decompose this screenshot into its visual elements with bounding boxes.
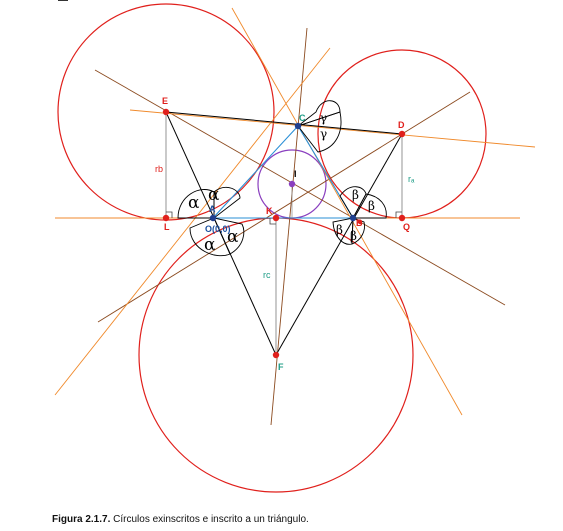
angle-arc-b-lower-right bbox=[351, 217, 365, 245]
alpha-label-4: α bbox=[227, 227, 239, 247]
label-rc: rc bbox=[263, 270, 271, 280]
point-b-tangent bbox=[357, 219, 363, 225]
point-b bbox=[349, 214, 357, 222]
beta-label-1: β bbox=[352, 188, 359, 202]
angle-arc-c-lower bbox=[297, 111, 342, 153]
gamma-label-1: γ bbox=[320, 111, 327, 125]
point-i bbox=[288, 180, 296, 188]
bisector-b-line bbox=[97, 91, 471, 323]
label-a: A bbox=[209, 204, 216, 214]
label-i: I bbox=[294, 169, 297, 179]
alpha-label-3: α bbox=[204, 235, 216, 255]
triangle-abc bbox=[211, 125, 354, 219]
angle-arc-a-right bbox=[213, 186, 241, 219]
right-angle-l bbox=[166, 211, 173, 218]
point-e bbox=[162, 108, 170, 116]
caption-number: Figura 2.1.7. bbox=[52, 514, 111, 525]
beta-label-3: β bbox=[336, 223, 343, 237]
side-df bbox=[275, 133, 403, 356]
bisector-a-line bbox=[94, 69, 506, 306]
label-o: O(0,0) bbox=[205, 224, 231, 234]
label-l: L bbox=[164, 222, 170, 232]
label-f: F bbox=[278, 362, 284, 372]
external-bisector-c bbox=[129, 109, 536, 148]
point-c bbox=[294, 122, 302, 130]
bisector-c-line bbox=[270, 27, 308, 426]
point-q bbox=[398, 214, 406, 222]
external-bisector-b bbox=[231, 7, 463, 416]
point-f bbox=[272, 351, 280, 359]
label-b: B bbox=[356, 218, 363, 228]
point-d bbox=[398, 130, 406, 138]
label-c: C bbox=[299, 113, 306, 123]
caption-text: Círculos exinscritos e inscrito a un tri… bbox=[110, 514, 309, 525]
external-bisector-a bbox=[54, 47, 331, 396]
side-ed bbox=[165, 111, 403, 135]
figure-caption: Figura 2.1.7. Círculos exinscritos e ins… bbox=[52, 514, 309, 525]
alpha-label-1: α bbox=[188, 193, 200, 213]
top-mark bbox=[58, 0, 68, 1]
beta-label-2: β bbox=[368, 199, 375, 213]
point-k bbox=[272, 214, 280, 222]
label-ra: rₐ bbox=[408, 174, 415, 184]
label-k: K bbox=[266, 206, 273, 216]
label-d: D bbox=[398, 120, 405, 130]
alpha-label-2: α bbox=[208, 185, 220, 205]
point-l bbox=[162, 214, 170, 222]
beta-label-4: β bbox=[350, 229, 357, 243]
label-rb: rb bbox=[155, 164, 163, 174]
label-e: E bbox=[162, 96, 168, 106]
gamma-label-2: γ bbox=[320, 127, 327, 141]
angle-arc-b-upper-right bbox=[352, 193, 387, 219]
right-angle-k bbox=[269, 218, 276, 225]
right-angle-q bbox=[395, 211, 402, 218]
point-a bbox=[209, 214, 217, 222]
angle-arc-a-lower-right bbox=[213, 217, 245, 255]
label-q: Q bbox=[403, 222, 410, 232]
